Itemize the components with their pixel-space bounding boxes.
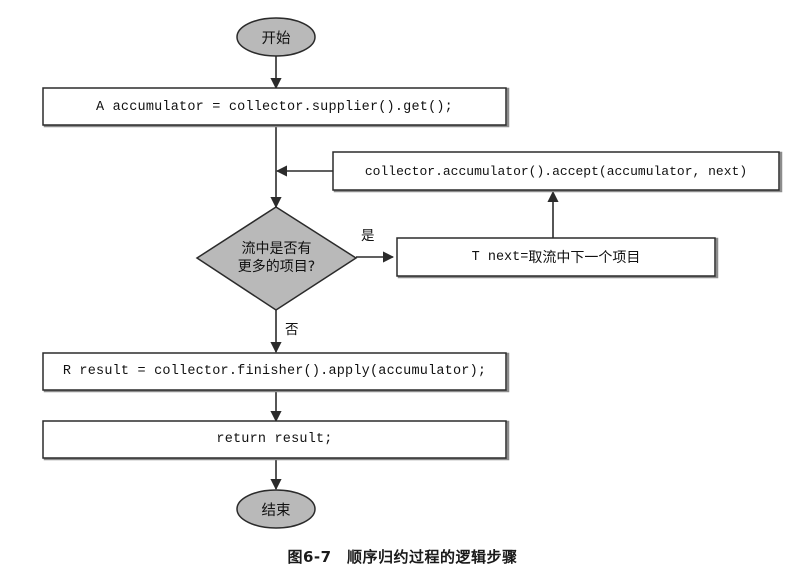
edge-label-no: 否 [285, 322, 299, 338]
node-accumulate-shape [332, 151, 780, 191]
edge-label-yes: 是 [361, 228, 375, 244]
node-end-shape [236, 489, 316, 529]
figure-caption: 图6-7 顺序归约过程的逻辑步骤 [287, 548, 518, 566]
node-start-shape [236, 17, 316, 57]
node-next-item-shape [396, 237, 716, 277]
connector-group [270, 56, 559, 491]
node-decision-shape [195, 206, 358, 311]
node-return-shape [42, 420, 507, 459]
node-finisher-shape [42, 352, 507, 391]
node-supplier-shape [42, 87, 507, 126]
